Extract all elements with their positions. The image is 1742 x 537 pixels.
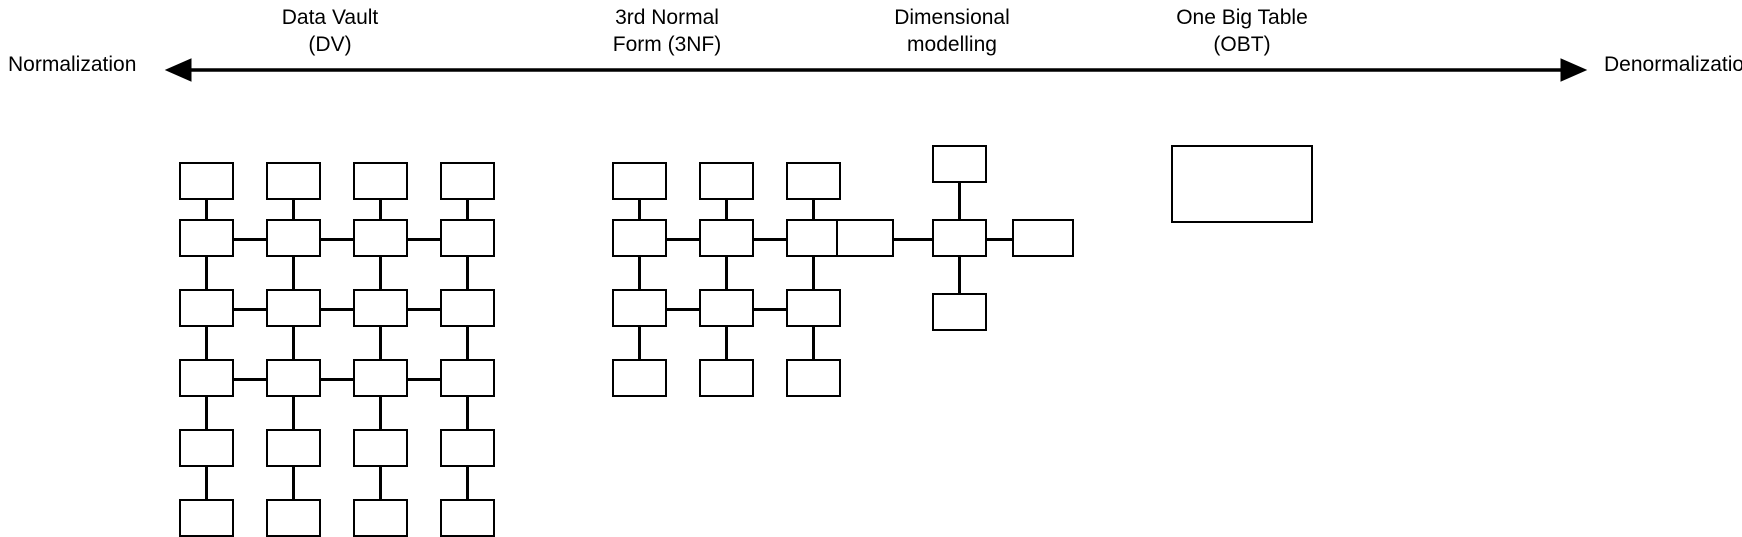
nf-table-box [612, 359, 667, 397]
dv-connector-v [379, 395, 382, 431]
star-connector-right [986, 238, 1012, 241]
star-dimension-box-right [1012, 219, 1074, 257]
dv-connector-v [292, 198, 295, 221]
dv-table-box [440, 429, 495, 467]
dv-connector-h [321, 308, 353, 311]
dv-connector-v [292, 465, 295, 501]
dv-table-box [266, 219, 321, 257]
nf-table-box [786, 359, 841, 397]
star-dimension-box-left [836, 219, 894, 257]
nf-connector-h [754, 308, 786, 311]
nf-table-box [699, 162, 754, 200]
dv-table-box [440, 289, 495, 327]
dv-connector-v [205, 395, 208, 431]
axis-label-normalization: Normalization [8, 53, 137, 76]
dv-table-box [353, 289, 408, 327]
dv-table-box [353, 429, 408, 467]
dv-table-box [440, 219, 495, 257]
dv-connector-v [466, 255, 469, 291]
dv-connector-v [379, 198, 382, 221]
dv-connector-h [408, 238, 440, 241]
spectrum-arrow-svg [164, 58, 1588, 82]
dv-connector-v [205, 325, 208, 361]
dv-table-box [266, 429, 321, 467]
dv-table-box [179, 219, 234, 257]
stage-label-third-normal-form: 3rd Normal Form (3NF) [612, 6, 722, 56]
stage-label-one-big-table: One Big Table (OBT) [1176, 6, 1308, 56]
dv-connector-h [234, 308, 266, 311]
dv-table-box [179, 359, 234, 397]
star-dimension-box-top [932, 145, 987, 183]
dv-connector-v [379, 325, 382, 361]
dv-connector-h [234, 238, 266, 241]
dv-table-box [266, 162, 321, 200]
dv-connector-h [408, 308, 440, 311]
star-dimension-box-bottom [932, 293, 987, 331]
dv-table-box [179, 289, 234, 327]
dv-connector-v [379, 465, 382, 501]
nf-connector-v [638, 255, 641, 291]
nf-connector-h [754, 238, 786, 241]
dv-table-box [266, 499, 321, 537]
dv-table-box [179, 162, 234, 200]
nf-connector-v [812, 325, 815, 361]
dv-table-box [440, 162, 495, 200]
nf-connector-h [667, 308, 699, 311]
nf-table-box [612, 219, 667, 257]
nf-table-box [786, 219, 841, 257]
nf-connector-v [638, 325, 641, 361]
nf-table-box [786, 162, 841, 200]
star-fact-box-center [932, 219, 987, 257]
dv-connector-v [292, 325, 295, 361]
dv-connector-v [205, 465, 208, 501]
double-headed-arrow-icon [164, 58, 1588, 82]
dv-connector-v [379, 255, 382, 291]
dv-table-box [440, 499, 495, 537]
dv-connector-v [466, 465, 469, 501]
axis-label-denormalization: Denormalization [1604, 53, 1742, 76]
dv-table-box [179, 429, 234, 467]
nf-connector-v [725, 198, 728, 221]
nf-table-box [612, 289, 667, 327]
nf-connector-h [667, 238, 699, 241]
dv-table-box [353, 219, 408, 257]
dv-table-box [266, 289, 321, 327]
dv-connector-h [408, 378, 440, 381]
obt-single-table-box [1171, 145, 1313, 223]
dv-table-box [440, 359, 495, 397]
nf-connector-v [725, 325, 728, 361]
stage-label-data-vault: Data Vault (DV) [281, 6, 379, 56]
nf-connector-v [812, 255, 815, 291]
diagram-canvas: Normalization Denormalization Data Vault… [8, 6, 1742, 537]
nf-table-box [699, 289, 754, 327]
nf-connector-v [812, 198, 815, 221]
dv-table-box [353, 162, 408, 200]
dv-connector-v [292, 395, 295, 431]
nf-connector-v [638, 198, 641, 221]
nf-table-box [612, 162, 667, 200]
dv-connector-v [205, 255, 208, 291]
dv-table-box [353, 359, 408, 397]
dv-connector-v [292, 255, 295, 291]
nf-table-box [699, 359, 754, 397]
dv-table-box [353, 499, 408, 537]
dv-connector-v [466, 395, 469, 431]
dv-connector-h [321, 238, 353, 241]
dv-table-box [266, 359, 321, 397]
nf-table-box [699, 219, 754, 257]
dv-connector-v [466, 198, 469, 221]
nf-table-box [786, 289, 841, 327]
stage-label-dimensional-modelling: Dimensional modelling [894, 6, 1010, 56]
star-connector-top [958, 183, 961, 219]
dv-connector-v [466, 325, 469, 361]
nf-connector-v [725, 255, 728, 291]
star-connector-left [893, 238, 933, 241]
dv-connector-h [234, 378, 266, 381]
dv-connector-v [205, 198, 208, 221]
dv-connector-h [321, 378, 353, 381]
dv-table-box [179, 499, 234, 537]
star-connector-bottom [958, 255, 961, 293]
